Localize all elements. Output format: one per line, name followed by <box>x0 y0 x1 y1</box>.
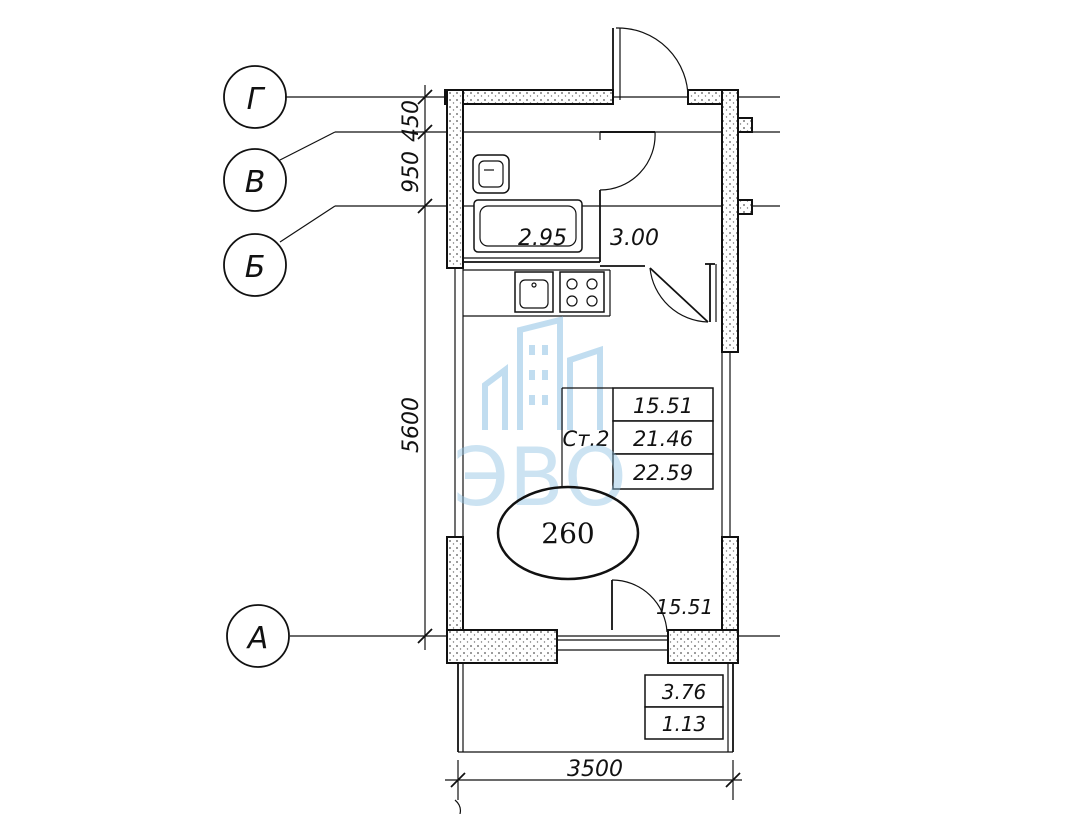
axis-marker-b: Б <box>223 233 287 297</box>
watermark-logo <box>482 316 603 430</box>
bathtub <box>473 199 583 253</box>
total-area: 21.46 <box>633 427 693 451</box>
balcony-door <box>611 579 668 633</box>
dimension-450: 450 <box>399 100 424 142</box>
apartment-area-table: 15.51 21.46 22.59 Ст.2 <box>561 387 714 490</box>
svg-text:Б: Б <box>245 250 266 285</box>
apartment-type: Ст.2 <box>563 427 610 451</box>
kitchen-counter <box>463 269 611 317</box>
entry-door <box>612 27 689 101</box>
walls <box>444 89 753 664</box>
balcony-area-2: 1.13 <box>662 712 707 736</box>
main-room-area: 15.51 <box>656 595 713 619</box>
total-with-balcony: 22.59 <box>633 461 693 485</box>
apartment-number-badge: 260 <box>496 485 640 581</box>
axis-marker-g: Г <box>223 65 287 129</box>
svg-text:А: А <box>246 621 269 656</box>
bottom-dimension: 3500 <box>445 757 742 814</box>
windows <box>454 268 731 651</box>
apartment-number: 260 <box>541 517 594 550</box>
balcony-area-1: 3.76 <box>662 680 707 704</box>
vertical-dimension-chain: 450 950 5600 <box>399 85 433 650</box>
stove <box>559 271 605 313</box>
room-door <box>649 267 709 323</box>
living-area: 15.51 <box>633 394 693 418</box>
dimension-5600: 5600 <box>399 397 424 453</box>
kitchen-sink <box>514 271 554 313</box>
washbasin <box>472 154 510 194</box>
svg-text:В: В <box>245 165 266 200</box>
svg-text:Г: Г <box>247 82 266 117</box>
bathroom-area: 2.95 <box>518 226 567 251</box>
axis-marker-v: В <box>223 148 287 212</box>
watermark-text: ЭВО <box>453 431 627 524</box>
dimension-950: 950 <box>399 151 424 193</box>
bathroom-door <box>599 131 656 191</box>
hall-area: 3.00 <box>610 226 659 251</box>
hall-partition <box>600 263 717 322</box>
axis-marker-a: А <box>226 604 290 668</box>
balcony: 3.76 1.13 <box>457 663 734 753</box>
dimension-3500: 3500 <box>567 757 623 782</box>
axis-lines <box>279 96 780 637</box>
